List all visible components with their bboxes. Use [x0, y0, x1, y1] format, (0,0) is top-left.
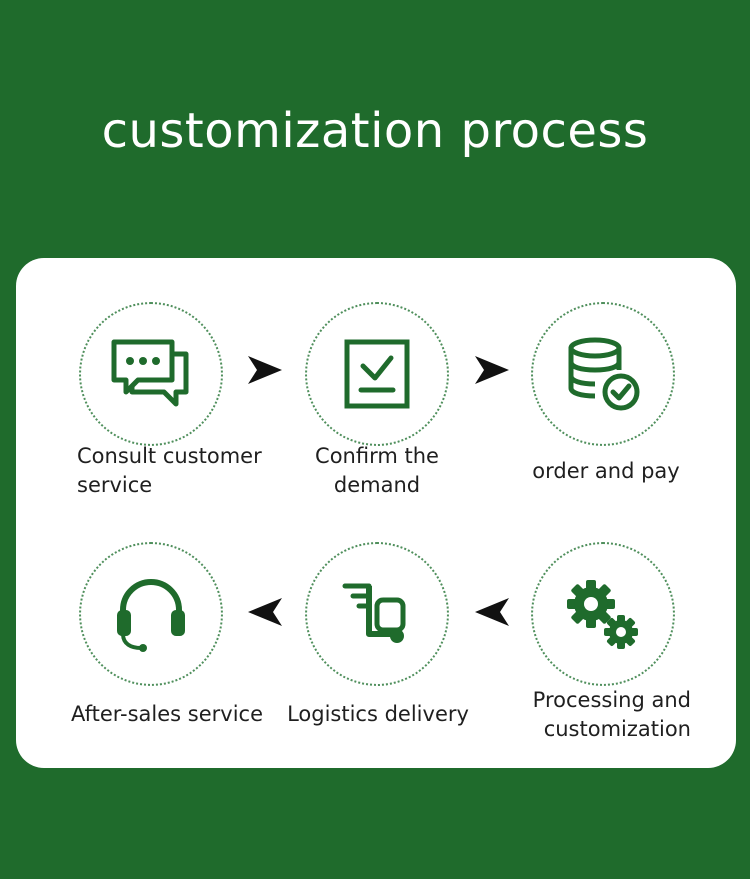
arrow-left-icon — [475, 598, 509, 626]
step-1-label: Consult customer service — [77, 444, 262, 497]
step-2-circle — [305, 302, 449, 446]
database-check-icon — [568, 337, 640, 411]
step-4-label: Processing and customization — [532, 688, 691, 741]
checklist-document-icon — [344, 339, 410, 409]
arrow-right-icon — [248, 356, 282, 384]
step-3-label: order and pay — [532, 459, 680, 483]
step-5-circle — [305, 542, 449, 686]
step-6-label: After-sales service — [70, 702, 264, 726]
step-6-circle — [79, 542, 223, 686]
arrow-right-icon — [475, 356, 509, 384]
step-1-circle — [79, 302, 223, 446]
step-3-circle — [531, 302, 675, 446]
headset-icon — [117, 578, 185, 652]
chat-bubbles-icon — [111, 339, 189, 407]
step-2-label: Confirm the demand — [315, 444, 439, 497]
gears-icon — [567, 580, 638, 649]
process-card: Consult customer service Confirm the dem… — [16, 258, 736, 768]
page-title: customization process — [101, 103, 649, 159]
arrow-left-icon — [248, 598, 282, 626]
delivery-cart-icon — [342, 583, 406, 643]
step-4-circle — [531, 542, 675, 686]
step-5-label: Logistics delivery — [287, 702, 469, 726]
